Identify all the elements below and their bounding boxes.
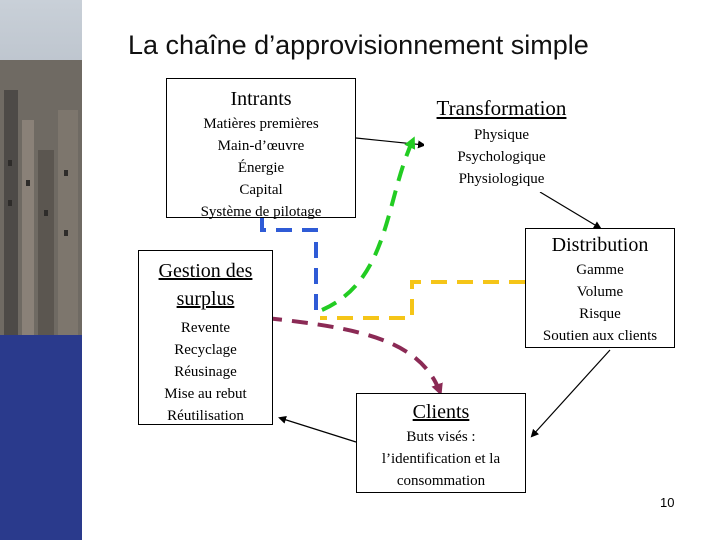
transformation-item: Physiologique <box>458 171 545 187</box>
clients-item: Buts visés : <box>406 429 476 445</box>
surplus-box: Gestion des surplus Revente Recyclage Ré… <box>138 250 273 425</box>
transformation-item: Psychologique <box>457 149 546 165</box>
sidebar-decoration <box>0 0 82 540</box>
surplus-item: Revente <box>180 320 231 336</box>
distribution-item: Soutien aux clients <box>542 328 658 344</box>
intrants-item: Énergie <box>237 160 285 176</box>
maroon-dashed-path-to-clients <box>265 316 443 396</box>
city-photo-strip <box>0 0 82 540</box>
clients-heading: Clients <box>412 401 470 423</box>
surplus-item: Mise au rebut <box>164 386 247 402</box>
arrow-clients-to-surplus <box>278 415 357 443</box>
page-title: La chaîne d’approvisionnement simple <box>128 30 589 60</box>
surplus-heading-line: surplus <box>176 288 235 310</box>
distribution-item: Risque <box>579 306 621 322</box>
intrants-box: Intrants Matières premières Main-d’œuvre… <box>166 78 356 220</box>
transformation-heading: Transformation <box>436 96 567 120</box>
intrants-item: Main-d’œuvre <box>217 138 305 154</box>
clients-item: consommation <box>396 473 486 489</box>
distribution-item: Gamme <box>576 262 624 278</box>
arrow-intrants-to-transformation <box>355 137 426 149</box>
transformation-item: Physique <box>473 127 529 143</box>
distribution-item: Volume <box>576 284 624 300</box>
transformation-box: Transformation Physique Psychologique Ph… <box>424 92 579 192</box>
sidebar-blue-band <box>0 335 82 540</box>
distribution-heading: Distribution <box>551 234 649 256</box>
intrants-item: Matières premières <box>203 116 319 132</box>
surplus-item: Recyclage <box>174 342 237 358</box>
yellow-dashed-return-path <box>320 280 525 320</box>
arrow-transformation-to-distribution <box>539 191 602 230</box>
distribution-box: Distribution Gamme Volume Risque Soutien… <box>525 228 675 348</box>
surplus-item: Réutilisation <box>167 408 244 424</box>
surplus-heading-line: Gestion des <box>158 260 253 282</box>
intrants-item: Système de pilotage <box>200 204 322 220</box>
page-number: 10 <box>660 495 675 510</box>
intrants-heading: Intrants <box>230 88 292 110</box>
intrants-item: Capital <box>239 182 283 198</box>
arrow-distribution-to-clients <box>530 349 611 438</box>
clients-box: Clients Buts visés : l’identification et… <box>356 393 526 493</box>
clients-item: l’identification et la <box>381 451 501 467</box>
surplus-item: Réusinage <box>174 364 237 380</box>
